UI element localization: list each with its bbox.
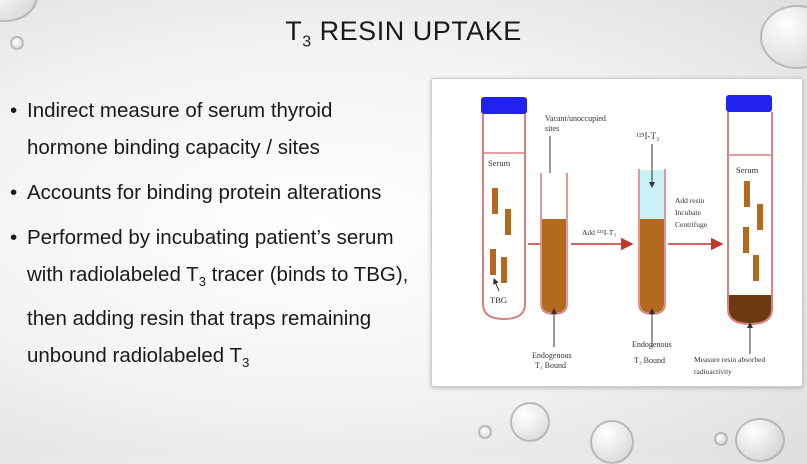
decorative-bubble	[10, 36, 24, 50]
serum-fill	[640, 219, 664, 313]
bullet-list: Indirect measure of serum thyroid hormon…	[8, 92, 413, 389]
tube-cap	[726, 95, 772, 112]
resin-step-label-2: Incubate	[675, 208, 701, 217]
tbg-label: TBG	[490, 295, 507, 305]
resin-step-label: Add resin	[675, 196, 705, 205]
add-tracer-label: Add ¹²⁵I-T₃	[582, 228, 616, 237]
protein-bar	[743, 227, 749, 253]
i125-label: ¹²⁵I-T₃	[636, 131, 659, 141]
endogenous-label: Endogenous	[632, 340, 672, 349]
vacant-label-2: sites	[545, 124, 559, 133]
vacant-label: Vacant/unoccupied	[545, 114, 606, 123]
serum-fill	[542, 219, 566, 313]
decorative-bubble	[735, 418, 785, 462]
protein-bar	[492, 188, 498, 214]
serum-label: Serum	[488, 158, 511, 168]
bullet-item: Accounts for binding protein alterations	[8, 174, 413, 211]
measure-label: Measure resin absorbed	[694, 355, 765, 364]
measure-label-2: radioactivity	[694, 367, 732, 376]
bullet-text: Accounts for binding protein alterations	[27, 181, 382, 204]
bullet-item: Indirect measure of serum thyroid hormon…	[8, 92, 413, 166]
protein-bar	[753, 255, 759, 281]
title-rest: Resin Uptake	[311, 16, 522, 46]
endogenous-label-2: T₃ Bound	[634, 356, 665, 365]
resin-pellet	[729, 295, 771, 323]
bullet-text: tracer (binds to TBG), then adding resin…	[27, 263, 409, 368]
decorative-bubble	[510, 402, 550, 442]
protein-bar	[744, 181, 750, 207]
tbg-pointer	[493, 278, 500, 292]
tube-cap	[481, 97, 527, 114]
endogenous-label-2: T₃ Bound	[535, 361, 566, 370]
bullet-text: Indirect measure of serum thyroid hormon…	[27, 99, 333, 159]
bullet-subscript: 3	[242, 355, 250, 371]
protein-bar	[505, 209, 511, 235]
protein-bar	[757, 204, 763, 230]
resin-step-label-3: Centrifuge	[675, 220, 708, 229]
test-tube	[727, 112, 773, 326]
title-subscript: 3	[302, 33, 312, 51]
test-tube	[482, 114, 526, 321]
bullet-item: Performed by incubating patient’s serum …	[8, 219, 413, 381]
decorative-bubble	[590, 420, 634, 464]
resin-uptake-diagram: Serum TBG Vacant/unoccupied sites Endoge…	[431, 78, 803, 387]
decorative-bubble	[714, 432, 728, 446]
protein-bar	[501, 257, 507, 283]
decorative-bubble	[478, 425, 492, 439]
serum-label: Serum	[736, 165, 759, 175]
endogenous-label: Endogenous	[532, 351, 572, 360]
bullet-text: Performed by incubating patient’s serum …	[27, 226, 394, 286]
protein-bar	[490, 249, 496, 275]
diagram-svg: Serum TBG Vacant/unoccupied sites Endoge…	[481, 95, 773, 376]
slide-title: T3 Resin Uptake	[0, 16, 807, 51]
bullet-subscript: 3	[198, 274, 206, 290]
title-prefix: T	[285, 16, 303, 46]
